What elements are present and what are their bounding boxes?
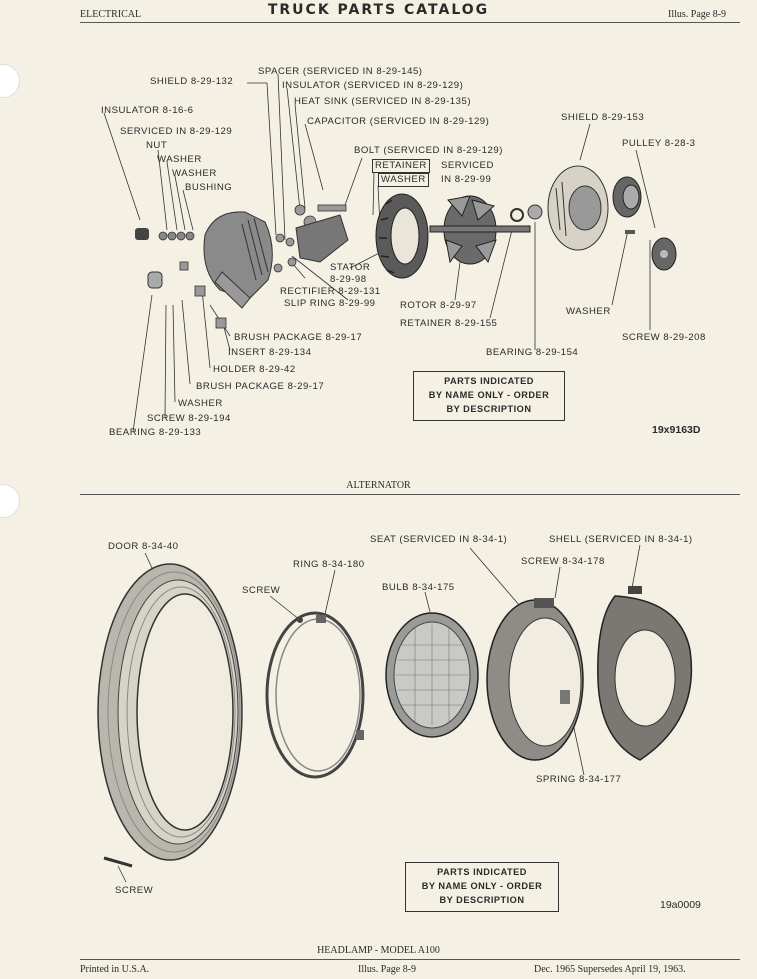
- label-retainer: RETAINER 8-29-155: [400, 318, 498, 329]
- label-serviced-word: SERVICED: [441, 160, 494, 171]
- label-washer-low: WASHER: [178, 398, 223, 409]
- section-divider: [80, 494, 740, 495]
- label-insulator: INSULATOR 8-16-6: [101, 105, 194, 116]
- label-capacitor: CAPACITOR (SERVICED IN 8-29-129): [307, 116, 490, 127]
- alternator-caption: ALTERNATOR: [346, 480, 411, 491]
- label-brush-package-1: BRUSH PACKAGE 8-29-17: [234, 332, 363, 343]
- label-retainer-word: RETAINER: [372, 159, 430, 173]
- label-nut: NUT: [146, 140, 168, 151]
- note-line-3: BY DESCRIPTION: [446, 404, 532, 414]
- label-bearing-mid: BEARING 8-29-154: [486, 347, 579, 358]
- label-stator: STATOR: [330, 262, 371, 273]
- label-rectifier: RECTIFIER 8-29-131: [280, 286, 381, 297]
- label-shield-rear: SHIELD 8-29-153: [561, 112, 645, 123]
- label-insulator-serviced: INSULATOR (SERVICED IN 8-29-129): [282, 80, 464, 91]
- label-screw-low: SCREW 8-29-194: [147, 413, 231, 424]
- alternator-note-box: PARTS INDICATED BY NAME ONLY - ORDER BY …: [413, 371, 565, 421]
- label-bushing: BUSHING: [185, 182, 233, 193]
- label-door: DOOR 8-34-40: [108, 541, 179, 552]
- label-heat-sink: HEAT SINK (SERVICED IN 8-29-135): [294, 96, 472, 107]
- footer-rule: [80, 959, 740, 960]
- label-in-8-29-99: IN 8-29-99: [441, 174, 492, 185]
- label-insert: INSERT 8-29-134: [228, 347, 312, 358]
- label-washer-1: WASHER: [157, 154, 202, 165]
- page-title: TRUCK PARTS CATALOG: [267, 2, 490, 18]
- label-spacer: SPACER (SERVICED IN 8-29-145): [258, 66, 423, 77]
- printed-in: Printed in U.S.A.: [80, 964, 150, 975]
- label-shell: SHELL (SERVICED IN 8-34-1): [549, 534, 693, 545]
- label-shield-front: SHIELD 8-29-132: [150, 76, 234, 87]
- label-seat: SEAT (SERVICED IN 8-34-1): [370, 534, 508, 545]
- headlamp-caption: HEADLAMP - MODEL A100: [317, 945, 440, 956]
- label-washer-word: WASHER: [378, 173, 429, 187]
- label-pulley: PULLEY 8-28-3: [622, 138, 696, 149]
- label-rotor: ROTOR 8-29-97: [400, 300, 477, 311]
- alternator-leader-lines: [103, 73, 656, 433]
- revision-date: Dec. 1965 Supersedes April 19, 1963.: [534, 964, 686, 975]
- alternator-figure-code: 19x9163D: [652, 424, 701, 436]
- label-stator-number: 8-29-98: [330, 274, 367, 285]
- note-line-1: PARTS INDICATED: [437, 867, 527, 877]
- label-screw-shell: SCREW 8-34-178: [521, 556, 605, 567]
- header-rule: [80, 22, 740, 23]
- label-washer-right: WASHER: [566, 306, 611, 317]
- headlamp-parts: [97, 563, 693, 868]
- illus-page-footer: Illus. Page 8-9: [358, 964, 417, 975]
- label-screw-right: SCREW 8-29-208: [622, 332, 706, 343]
- label-brush-package-2: BRUSH PACKAGE 8-29-17: [196, 381, 325, 392]
- label-slip-ring: SLIP RING 8-29-99: [284, 298, 376, 309]
- note-line-2: BY NAME ONLY - ORDER: [421, 881, 543, 891]
- note-line-1: PARTS INDICATED: [444, 376, 534, 386]
- headlamp-note-box: PARTS INDICATED BY NAME ONLY - ORDER BY …: [405, 862, 559, 912]
- label-ring: RING 8-34-180: [293, 559, 365, 570]
- label-screw-top: SCREW: [242, 585, 281, 596]
- label-bearing-low: BEARING 8-29-133: [109, 427, 202, 438]
- label-bulb: BULB 8-34-175: [382, 582, 455, 593]
- label-serviced-in: SERVICED IN 8-29-129: [120, 126, 233, 137]
- note-line-2: BY NAME ONLY - ORDER: [428, 390, 550, 400]
- headlamp-figure-code: 19a0009: [660, 899, 701, 911]
- label-screw-bottom: SCREW: [115, 885, 154, 896]
- section-title: ELECTRICAL: [80, 9, 142, 20]
- label-spring: SPRING 8-34-177: [536, 774, 622, 785]
- label-washer-2: WASHER: [172, 168, 217, 179]
- label-holder: HOLDER 8-29-42: [213, 364, 296, 375]
- alternator-parts: [135, 165, 677, 329]
- label-bolt: BOLT (SERVICED IN 8-29-129): [354, 145, 503, 156]
- note-line-3: BY DESCRIPTION: [439, 895, 525, 905]
- illus-page-header: Illus. Page 8-9: [668, 9, 727, 20]
